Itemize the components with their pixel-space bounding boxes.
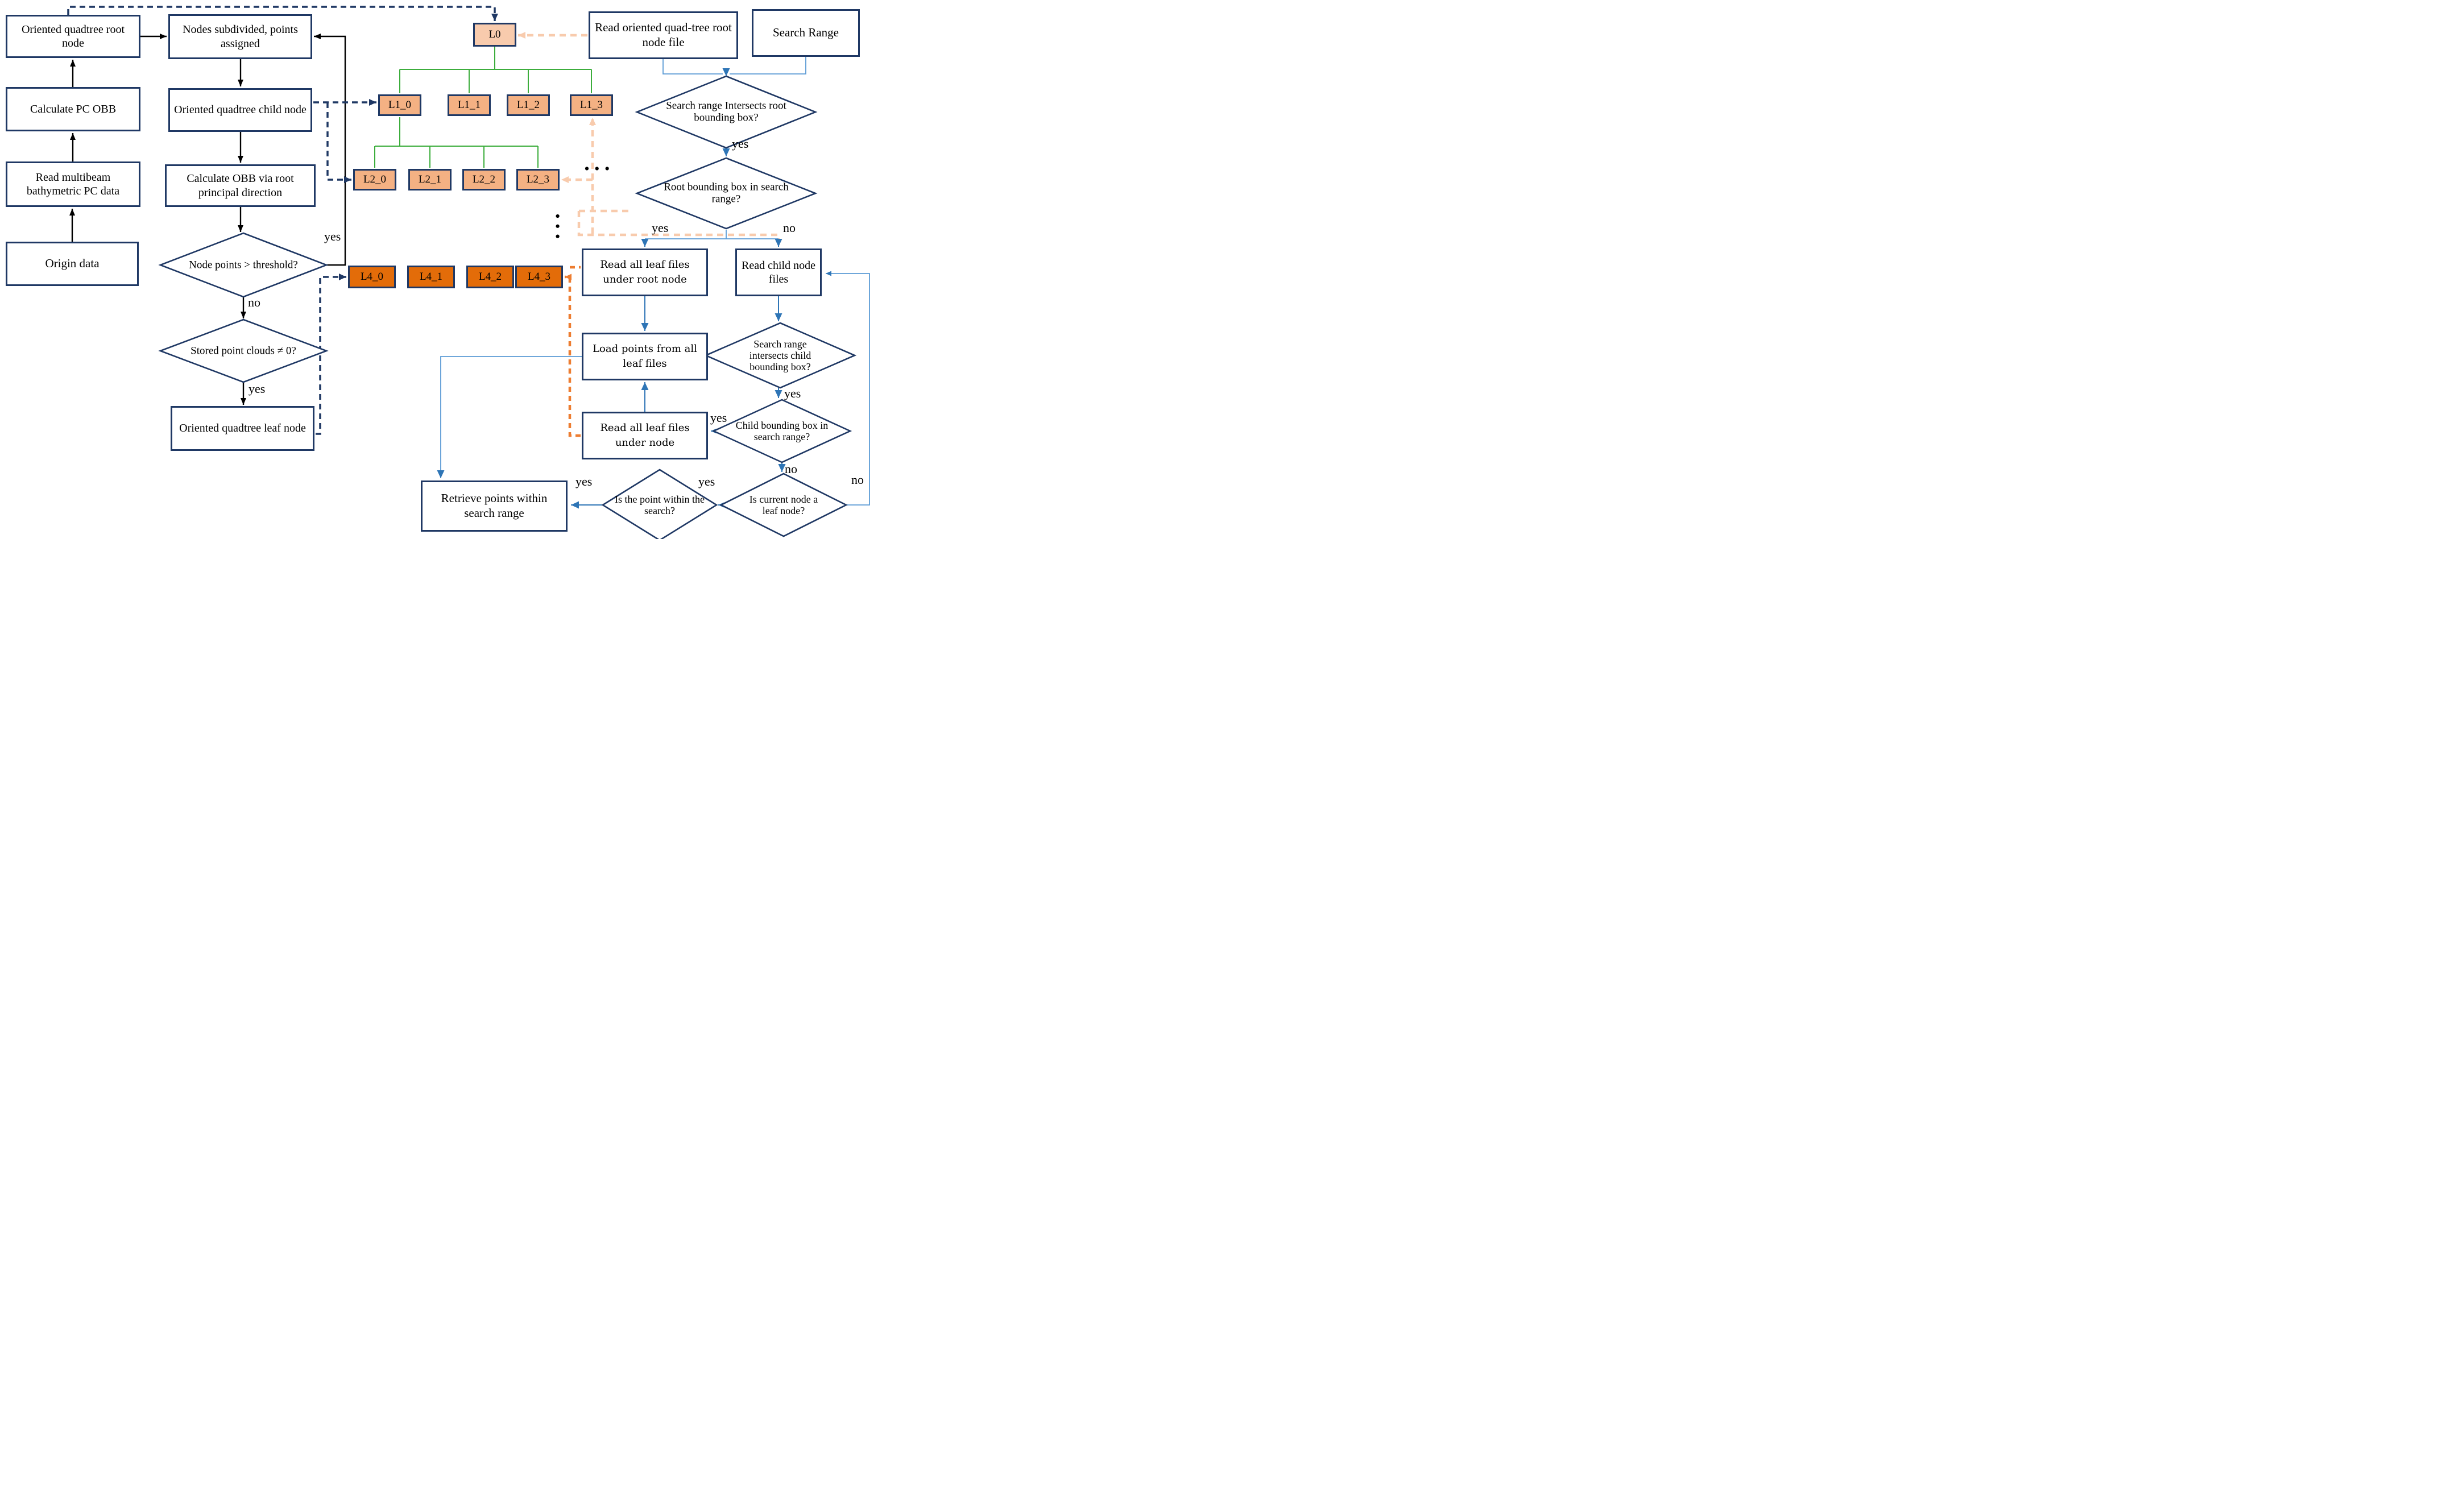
diamond-child-bbox-in-range	[711, 399, 852, 463]
tree-connectors	[374, 47, 592, 168]
box-load-points-leaf-files: Load points from all leaf files	[582, 333, 708, 380]
orange-dashed-arrows	[565, 266, 581, 437]
query-flow-arrows	[571, 148, 786, 509]
label-no-child-in-range: no	[785, 462, 797, 476]
tree-node-L4_0: L4_0	[348, 266, 396, 288]
tree-node-L4_1: L4_1	[407, 266, 455, 288]
diamond-intersects-child-bbox	[703, 322, 857, 389]
tree-node-L1_0: L1_0	[378, 94, 421, 116]
peach-dashed-arrows	[518, 32, 782, 247]
box-search-range: Search Range	[752, 9, 860, 57]
navy-dashed-arrows	[67, 6, 498, 435]
box-retrieve-points: Retrieve points within search range	[421, 480, 568, 532]
tree-node-L2_2: L2_2	[462, 169, 506, 190]
tree-node-L1_1: L1_1	[448, 94, 491, 116]
query-flow-lines	[437, 57, 870, 506]
tree-node-L1_2: L1_2	[507, 94, 550, 116]
child-to-L2-dashed-arrow	[326, 102, 351, 183]
diamond-root-bbox-in-range	[635, 157, 818, 230]
decision-intersects-root-bbox: Search range Intersects root bounding bo…	[666, 100, 786, 124]
decision-diamonds	[158, 75, 857, 539]
label-yes-intersect-root: yes	[732, 136, 749, 151]
box-read-multibeam: Read multibeam bathymetric PC data	[6, 161, 140, 207]
label-yes-point-in: yes	[575, 474, 593, 488]
label-yes-child-in-range: yes	[710, 411, 727, 425]
label-yes-is-leaf: yes	[698, 474, 715, 488]
decision-is-leaf-node: Is current node a leaf node?	[749, 493, 818, 516]
label-yes-root-in-range: yes	[652, 221, 669, 235]
diamond-stored-point-clouds	[158, 318, 329, 383]
threshold-yes-feedback-arrow	[314, 34, 346, 266]
decision-node-points-threshold: Node points > threshold?	[189, 259, 298, 271]
box-oriented-quadtree-root-node: Oriented quadtree root node	[6, 15, 140, 58]
label-yes-intersect-child: yes	[784, 386, 801, 400]
tree-node-L4_3: L4_3	[515, 266, 563, 288]
tree-node-L2_1: L2_1	[408, 169, 452, 190]
tree-node-L0: L0	[473, 23, 516, 47]
ellipsis-vertical: • • •	[550, 214, 565, 240]
box-read-root-node-file: Read oriented quad-tree root node file	[589, 11, 738, 59]
flowchart-canvas: Oriented quadtree root node Calculate PC…	[0, 0, 879, 539]
diamond-point-in-search	[601, 469, 718, 539]
label-no-is-leaf: no	[851, 473, 864, 487]
box-calculate-obb-principal: Calculate OBB via root principal directi…	[165, 164, 316, 207]
decision-point-in-search: Is the point within the search?	[615, 493, 705, 516]
tree-node-L2_0: L2_0	[353, 169, 396, 190]
diamond-is-leaf-node	[719, 473, 848, 537]
build-flow-arrows	[69, 34, 346, 405]
box-read-all-leaf-under-node: Read all leaf files under node	[582, 412, 708, 459]
diamond-intersects-root-bbox	[635, 75, 818, 149]
decision-child-bbox-in-range: Child bounding box in search range?	[735, 419, 829, 442]
label-no-root-in-range: no	[783, 221, 796, 235]
loadpoints-to-retrieve-arrow	[437, 356, 582, 478]
tree-node-L4_2: L4_2	[466, 266, 514, 288]
label-yes-stored: yes	[249, 382, 266, 396]
diamond-node-points-threshold	[158, 232, 329, 298]
label-yes-threshold: yes	[324, 229, 341, 243]
decision-stored-point-clouds: Stored point clouds ≠ 0?	[191, 345, 296, 357]
box-oriented-quadtree-child-node: Oriented quadtree child node	[168, 88, 312, 132]
box-nodes-subdivided: Nodes subdivided, points assigned	[168, 14, 312, 59]
ellipsis-horizontal: • • •	[585, 161, 611, 176]
box-read-child-node-files: Read child node files	[735, 248, 822, 296]
decision-intersects-child-bbox: Search range intersects child bounding b…	[749, 338, 811, 373]
leafnode-no-loop-arrow	[826, 271, 870, 506]
box-read-all-leaf-under-root: Read all leaf files under root node	[582, 248, 708, 296]
tree-node-L1_3: L1_3	[570, 94, 613, 116]
root-to-L0-dashed-arrow	[67, 6, 498, 21]
box-oriented-quadtree-leaf-node: Oriented quadtree leaf node	[171, 406, 314, 451]
box-origin-data: Origin data	[6, 242, 139, 286]
connector-layer	[67, 6, 870, 539]
box-calculate-pc-obb: Calculate PC OBB	[6, 87, 140, 131]
leaf-to-L4-dashed-arrow	[316, 274, 346, 435]
decision-root-bbox-in-range: Root bounding box in search range?	[664, 181, 789, 205]
tree-node-L2_3: L2_3	[516, 169, 560, 190]
label-no-threshold: no	[248, 295, 260, 309]
